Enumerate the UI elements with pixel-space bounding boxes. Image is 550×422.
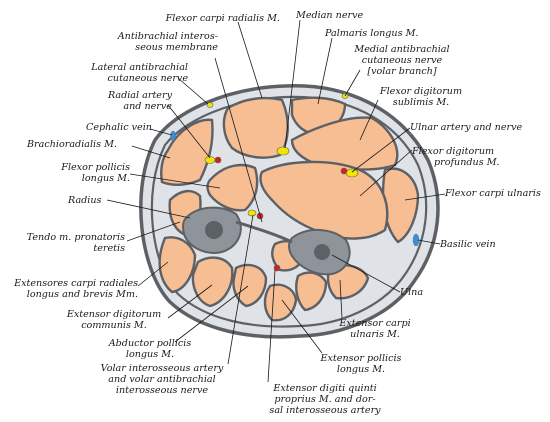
radial-artery-marker (214, 156, 222, 164)
label-flexor-digitorum-sublimis: Flexor digitorum sublimis M. (376, 86, 466, 108)
flexor-digitorum-profundus-muscle (259, 160, 389, 240)
label-volar-interosseous-artery-and-nerve: Volar interosseous artery and volar anti… (92, 363, 232, 396)
label-extensor-digiti-quinti: Extensor digiti quinti proprius M. and d… (257, 383, 393, 416)
bones (181, 206, 351, 276)
radius-medullary-cavity (205, 221, 223, 239)
label-lateral-antibrachial-cutaneous-nerve: Lateral antibrachial cutaneous nerve (78, 62, 188, 84)
label-line: Tendo m. pronatoris (26, 232, 125, 243)
label-line: Flexor pollicis (61, 162, 130, 173)
label-line: Extensor carpi (339, 318, 411, 329)
label-flexor-carpi-radialis: Flexor carpi radialis M. (165, 13, 280, 24)
ulnar-artery-marker (340, 167, 348, 175)
label-line: Extensor digiti quinti (273, 383, 377, 394)
label-flexor-digitorum-profundus: Flexor digitorum profundus M. (412, 146, 500, 168)
label-line: Radial artery (107, 90, 172, 101)
label-line: interosseous nerve (115, 385, 209, 396)
label-line: longus M. (81, 173, 130, 184)
label-extensor-digitorum-communis: Extensor digitorum communis M. (62, 309, 166, 331)
label-medial-antibrachial-cutaneous-nerve: Medial antibrachial cutaneous nerve [vol… (350, 44, 454, 77)
interosseous-membrane (235, 220, 293, 244)
label-basilic-vein: Basilic vein (440, 239, 496, 250)
label-line: longus and brevis Mm. (26, 289, 138, 300)
leader-lines (106, 19, 446, 383)
label-palmaris-longus: Palmaris longus M. (325, 28, 419, 39)
label-abductor-pollicis-longus: Abductor pollicis longus M. (100, 338, 200, 360)
label-line: communis M. (81, 320, 147, 331)
label-line: Antibrachial interos- (117, 31, 218, 42)
label-ulna: Ulna (400, 287, 424, 298)
volar-interosseous-nerve-marker (247, 209, 257, 217)
extensor-digitorum-communis-muscle (191, 256, 234, 308)
cephalic-vein-marker (170, 130, 176, 142)
label-extensor-pollicis-longus: Extensor pollicis longus M. (310, 353, 412, 375)
ulnar-nerve-marker (345, 168, 359, 178)
label-line: Extensor digitorum (66, 309, 162, 320)
label-line: Medial antibrachial (354, 44, 450, 55)
label-antibrachial-interosseous-membrane: Antibrachial interos- seous membrane (88, 31, 218, 53)
label-line: proprius M. and dor- (274, 394, 376, 405)
dorsal-interosseous-artery-marker (273, 264, 281, 272)
flexor-pollicis-longus-muscle (206, 163, 259, 212)
label-line: longus M. (125, 349, 175, 360)
label-extensores-carpi-radiales: Extensores carpi radiales longus and bre… (2, 278, 138, 300)
label-line: and nerve (123, 101, 172, 112)
label-line: and volar antibrachial (108, 374, 216, 385)
label-median-nerve: Median nerve (296, 10, 364, 21)
median-nerve-marker (276, 146, 290, 156)
muscles (158, 96, 420, 322)
label-line: ulnaris M. (350, 329, 400, 340)
label-line: profundus M. (434, 157, 500, 168)
label-line: seous membrane (135, 42, 218, 53)
abductor-pollicis-longus-muscle (232, 263, 268, 308)
label-tendo-pronatoris-teretis: Tendo m. pronatoris teretis (10, 232, 125, 254)
label-line: Extensores carpi radiales (14, 278, 138, 289)
label-radius: Radius (68, 195, 102, 206)
label-line: cutaneous nerve (107, 73, 188, 84)
ulna-medullary-cavity (314, 244, 330, 260)
label-line: Abductor pollicis (108, 338, 192, 349)
label-line: Flexor digitorum (412, 146, 495, 157)
vessels-and-nerves (170, 93, 420, 272)
label-radial-artery-and-nerve: Radial artery and nerve (80, 90, 172, 112)
label-extensor-carpi-ulnaris: Extensor carpi ulnaris M. (334, 318, 416, 340)
label-line: longus M. (336, 364, 386, 375)
label-ulnar-artery-and-nerve: Ulnar artery and nerve (410, 122, 523, 133)
label-line: teretis (93, 243, 125, 254)
label-line: sal interosseous artery (269, 405, 381, 416)
label-flexor-pollicis-longus: Flexor pollicis longus M. (30, 162, 130, 184)
lateral-cutaneous-nerve-marker (206, 102, 214, 108)
brachioradialis-muscle (160, 118, 214, 186)
flexor-carpi-radialis-muscle (222, 96, 289, 159)
label-line: Flexor digitorum (379, 86, 463, 97)
label-flexor-carpi-ulnaris: Flexor carpi ulnaris (445, 188, 541, 199)
label-line: [volar branch] (367, 66, 437, 77)
label-line: Extensor pollicis (320, 353, 402, 364)
label-line: Lateral antibrachial (91, 62, 188, 73)
label-line: cutaneous nerve (361, 55, 443, 66)
extensor-carpi-radiales-muscle (158, 236, 197, 294)
label-line: Volar interosseous artery (100, 363, 224, 374)
label-cephalic-vein: Cephalic vein (86, 122, 152, 133)
label-line: sublimis M. (392, 97, 450, 108)
label-brachioradialis: Brachioradialis M. (27, 139, 117, 150)
fascia-outline (150, 95, 428, 328)
